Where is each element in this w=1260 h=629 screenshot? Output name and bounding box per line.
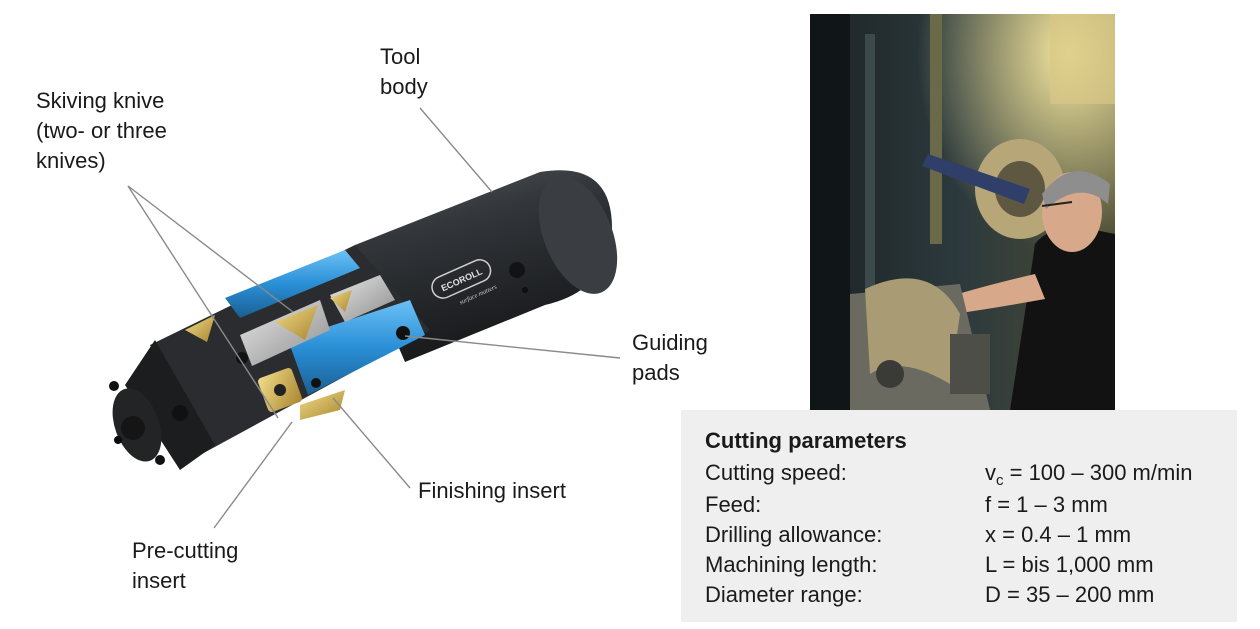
machine-operator-photo — [810, 14, 1115, 410]
leader-pre-cutting-insert — [213, 421, 293, 529]
guiding-pad — [225, 250, 360, 318]
param-symbol: v — [985, 460, 996, 485]
tool-illustration: ECOROLL surface matters — [109, 107, 621, 529]
param-value: x = 0.4 – 1 mm — [985, 522, 1132, 547]
skiving-knife — [330, 290, 352, 312]
param-value: L = bis 1,000 mm — [985, 552, 1154, 577]
param-name: Feed: — [705, 492, 762, 517]
param-name: Cutting speed: — [705, 460, 847, 485]
guiding-pad — [288, 300, 425, 395]
cutting-parameters-panel: Cutting parameters Cutting speed: vc = 1… — [681, 410, 1237, 622]
skiving-knife — [275, 305, 318, 340]
cutter-head — [109, 245, 430, 470]
finishing-insert — [300, 390, 345, 420]
label-pre-cutting-insert: Pre-cutting insert — [132, 538, 239, 593]
param-name: Drilling allowance: — [705, 522, 883, 547]
param-value: D = 35 – 200 mm — [985, 582, 1155, 607]
leader-guiding-pads — [404, 335, 621, 359]
label-tool-body: Tool body — [380, 44, 428, 99]
label-guiding-pads: Guiding pads — [632, 330, 708, 385]
leader-lines — [127, 107, 621, 529]
param-value: vc = 100 – 300 m/min — [985, 458, 1192, 496]
leader-skiving-knife-2 — [127, 185, 294, 313]
param-name: Machining length: — [705, 552, 878, 577]
cutting-parameters-title: Cutting parameters — [705, 428, 907, 453]
tool-body — [355, 170, 618, 362]
label-skiving-knive: Skiving knive (two- or three knives) — [36, 88, 167, 173]
leader-tool-body — [419, 107, 493, 193]
param-value-text: = 100 – 300 m/min — [1003, 460, 1193, 485]
param-value: f = 1 – 3 mm — [985, 492, 1108, 517]
label-finishing-insert: Finishing insert — [418, 478, 566, 503]
leader-skiving-knife-1 — [127, 185, 279, 419]
param-name: Diameter range: — [705, 582, 863, 607]
pre-cutting-insert — [258, 368, 302, 412]
param-subscript: c — [996, 472, 1004, 489]
skiving-knife — [185, 315, 215, 342]
leader-finishing-insert — [332, 397, 411, 489]
